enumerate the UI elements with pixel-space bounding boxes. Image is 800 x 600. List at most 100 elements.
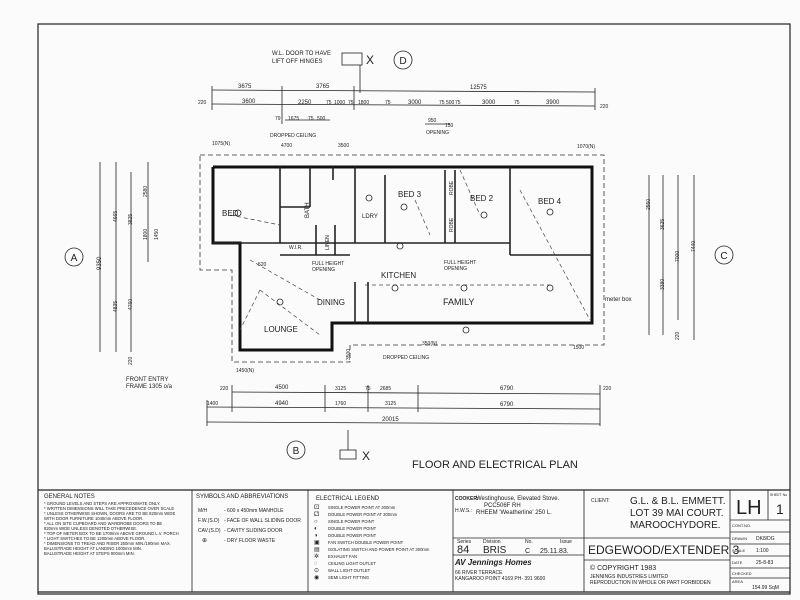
svg-text:M/H: M/H — [198, 508, 208, 514]
svg-text:1760: 1760 — [335, 401, 346, 407]
svg-text:OPENING: OPENING — [444, 266, 467, 272]
svg-text:75: 75 — [514, 100, 520, 106]
svg-text:3125: 3125 — [335, 386, 346, 392]
svg-text:220: 220 — [128, 356, 134, 365]
svg-text:4700: 4700 — [281, 143, 292, 149]
room-label-robe: ROBE — [449, 180, 455, 195]
svg-text:7440: 7440 — [691, 241, 697, 252]
svg-text:2685: 2685 — [380, 386, 391, 392]
room-label-kitchen: KITCHEN — [381, 271, 416, 280]
svg-text:DOUBLE POWER POINT AT 300mm: DOUBLE POWER POINT AT 300mm — [328, 512, 398, 517]
room-label-bath: BATH — [305, 202, 311, 218]
svg-text:EXHAUST FAN: EXHAUST FAN — [328, 554, 357, 559]
room-label-bed4: BED 4 — [538, 197, 562, 206]
design-name: EDGEWOOD/EXTENDER 3 — [588, 543, 740, 557]
svg-text:- CAVITY SLIDING DOOR: - CAVITY SLIDING DOOR — [224, 528, 283, 534]
svg-text:Issue: Issue — [560, 539, 572, 545]
svg-text:⊙: ⊙ — [314, 568, 319, 574]
svg-text:25.11.83.: 25.11.83. — [540, 548, 569, 555]
svg-text:220: 220 — [198, 100, 207, 106]
svg-text:CEILING LIGHT OUTLET: CEILING LIGHT OUTLET — [328, 561, 376, 566]
svg-text:BALUSTRADE HEIGHT AT LANDING 1: BALUSTRADE HEIGHT AT LANDING 1000mm MIN. — [44, 546, 142, 551]
svg-text:SHEET No: SHEET No — [770, 493, 787, 497]
svg-text:SINGLE POWER POINT: SINGLE POWER POINT — [328, 519, 375, 524]
grid-marker-b: B X — [286, 430, 370, 463]
svg-text:⚁: ⚁ — [314, 511, 319, 518]
svg-text:3675: 3675 — [238, 84, 252, 90]
series-cell: Series 84 Division BRIS No. C Issue 25.1… — [454, 539, 572, 582]
svg-text:PCC506F RH: PCC506F RH — [484, 503, 521, 509]
svg-text:2580: 2580 — [143, 186, 149, 197]
room-label-linen: LINEN — [325, 235, 331, 250]
svg-text:75: 75 — [308, 116, 314, 122]
svg-text:ELECTRICAL LEGEND: ELECTRICAL LEGEND — [316, 496, 380, 502]
left-dimensions: 9350 4665 4835 3825 4760 2580 1800 1450 … — [97, 162, 160, 365]
svg-text:220: 220 — [600, 104, 609, 110]
svg-text:▣: ▣ — [314, 540, 320, 546]
svg-text:500: 500 — [317, 116, 326, 122]
svg-text:950: 950 — [428, 118, 437, 124]
svg-text:1675: 1675 — [288, 116, 299, 122]
svg-text:ISOLATING SWITCH AND POWER POI: ISOLATING SWITCH AND POWER POINT AT 300m… — [328, 547, 430, 552]
svg-text:1450: 1450 — [154, 229, 160, 240]
svg-text:AV Jennings Homes: AV Jennings Homes — [454, 558, 532, 567]
svg-text:12575: 12575 — [470, 85, 487, 91]
svg-text:* GROUND LEVELS AND STEPS ARE: * GROUND LEVELS AND STEPS ARE APPROXIMAT… — [44, 501, 160, 506]
svg-text:⚀: ⚀ — [314, 504, 319, 511]
svg-text:◌: ◌ — [314, 561, 318, 567]
svg-text:1800: 1800 — [358, 100, 369, 106]
svg-text:154.99 SqM: 154.99 SqM — [752, 585, 779, 591]
svg-text:4835: 4835 — [113, 301, 119, 312]
svg-text:* WRITTEN DIMENSIONS WILL TAKE: * WRITTEN DIMENSIONS WILL TAKE PRECEDENC… — [44, 506, 174, 511]
svg-text:FAN SWITCH DOUBLE POWER POINT: FAN SWITCH DOUBLE POWER POINT — [328, 540, 404, 545]
svg-text:* DIMENSIONS TO TREAD AND RISE: * DIMENSIONS TO TREAD AND RISER 250mm MI… — [44, 541, 171, 546]
svg-text:D: D — [399, 56, 406, 67]
svg-text:Series: Series — [457, 539, 472, 545]
svg-text:DOUBLE POWER POINT: DOUBLE POWER POINT — [328, 533, 377, 538]
svg-text:DATE: DATE — [732, 560, 743, 565]
electrical-legend: ELECTRICAL LEGEND ⚀SINGLE POWER POINT AT… — [314, 496, 430, 581]
svg-text:KANGAROO POINT 4169 PH- 391 96: KANGAROO POINT 4169 PH- 391 9600 — [455, 576, 545, 582]
room-label-bed: BED — [222, 209, 239, 218]
svg-text:B: B — [293, 446, 300, 457]
svg-text:2250: 2250 — [298, 100, 312, 106]
svg-text:4760: 4760 — [128, 299, 134, 310]
svg-text:FULL HEIGHT: FULL HEIGHT — [312, 261, 344, 267]
svg-text:79: 79 — [275, 116, 281, 122]
design-cell: EDGEWOOD/EXTENDER 3 © COPYRIGHT 1983 JEN… — [588, 543, 740, 586]
svg-text:3380: 3380 — [660, 279, 666, 290]
svg-text:1500: 1500 — [573, 345, 584, 351]
top-dimensions: 3675 3765 12575 220 3600 2250 75 1000 75… — [198, 84, 609, 150]
svg-text:REPRODUCTION IN WHOLE OR PART: REPRODUCTION IN WHOLE OR PART FORBIDDEN — [590, 580, 711, 586]
svg-text:1450(N): 1450(N) — [236, 368, 254, 374]
svg-text:6790: 6790 — [500, 386, 514, 392]
right-dimensions: 2550 3625 7440 3380 7000 220 — [646, 175, 697, 340]
light-outlets — [234, 194, 554, 334]
svg-text:DROPPED CEILING: DROPPED CEILING — [270, 133, 316, 139]
svg-text:C: C — [720, 251, 727, 262]
svg-text:X: X — [362, 449, 370, 463]
svg-text:66 RIVER TERRACE: 66 RIVER TERRACE — [455, 570, 503, 576]
svg-text:* TOP OF METER BOX TO BE 1700m: * TOP OF METER BOX TO BE 1700mm ABOVE GR… — [44, 531, 179, 536]
svg-text:○: ○ — [314, 519, 318, 525]
grid-marker-d: D — [393, 50, 413, 70]
svg-text:CONT.NO.: CONT.NO. — [732, 523, 751, 528]
svg-text:SEMI LIGHT FITTING: SEMI LIGHT FITTING — [328, 575, 369, 580]
svg-text:220: 220 — [220, 386, 229, 392]
svg-text:X: X — [366, 53, 374, 67]
svg-text:Westinghouse, Elevated Stove.: Westinghouse, Elevated Stove. — [476, 496, 560, 502]
svg-text:220: 220 — [603, 386, 612, 392]
room-label-ldry: LDRY — [362, 214, 378, 220]
svg-text:RHEEM 'Weatherline' 250 L.: RHEEM 'Weatherline' 250 L. — [476, 510, 552, 516]
svg-text:SCALE: SCALE — [732, 548, 745, 553]
internal-walls — [213, 167, 592, 323]
svg-text:- DRY FLOOR WASTE: - DRY FLOOR WASTE — [224, 538, 276, 544]
svg-text:JENNINGS INDUSTRIES LIMITED: JENNINGS INDUSTRIES LIMITED — [590, 574, 668, 580]
svg-text:C: C — [525, 548, 530, 555]
svg-text:3000: 3000 — [482, 100, 496, 106]
svg-text:84: 84 — [457, 544, 469, 556]
svg-text:H.W.S.:: H.W.S.: — [455, 508, 472, 514]
grid-marker-c: C — [714, 245, 734, 265]
svg-text:DROPPED CEILING: DROPPED CEILING — [383, 355, 429, 361]
svg-text:75: 75 — [439, 100, 445, 106]
